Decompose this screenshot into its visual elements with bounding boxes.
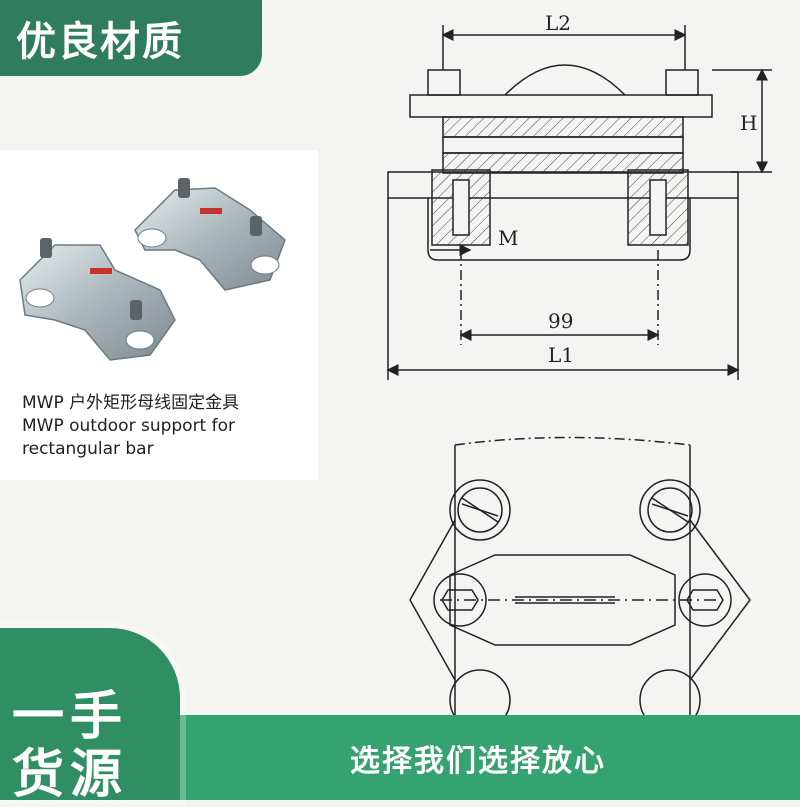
dimension-l2-label: L2 [545,11,571,35]
dimension-h-label: H [740,111,757,135]
front-view [386,25,772,380]
clamp-back [134,178,286,291]
footer-badge-line1: 一手 [12,687,129,747]
clamp-illustration [19,178,286,361]
plan-view [409,436,751,720]
caption-chinese: MWP 户外矩形母线固定金具 [22,393,240,413]
technical-drawing: L2 H M 99 L1 [386,11,772,720]
footer-badge-line2: 货源 [12,745,129,805]
product-photo: MWP 户外矩形母线固定金具 MWP outdoor support for r… [0,150,318,480]
caption-english-line1: MWP outdoor support for [22,416,236,436]
product-caption: MWP 户外矩形母线固定金具 MWP outdoor support for r… [22,392,312,461]
dimension-l1-label: L1 [548,343,574,367]
dimension-m-label: M [498,226,518,250]
dimension-99-label: 99 [548,309,573,333]
quality-badge: 优良材质 [0,0,262,76]
quality-badge-text: 优良材质 [16,19,184,65]
footer-stock-badge: 一手 货源 [0,628,180,805]
footer-slogan: 选择我们选择放心 [350,744,606,779]
clamp-front [19,238,176,361]
caption-english-line2: rectangular bar [22,439,154,459]
